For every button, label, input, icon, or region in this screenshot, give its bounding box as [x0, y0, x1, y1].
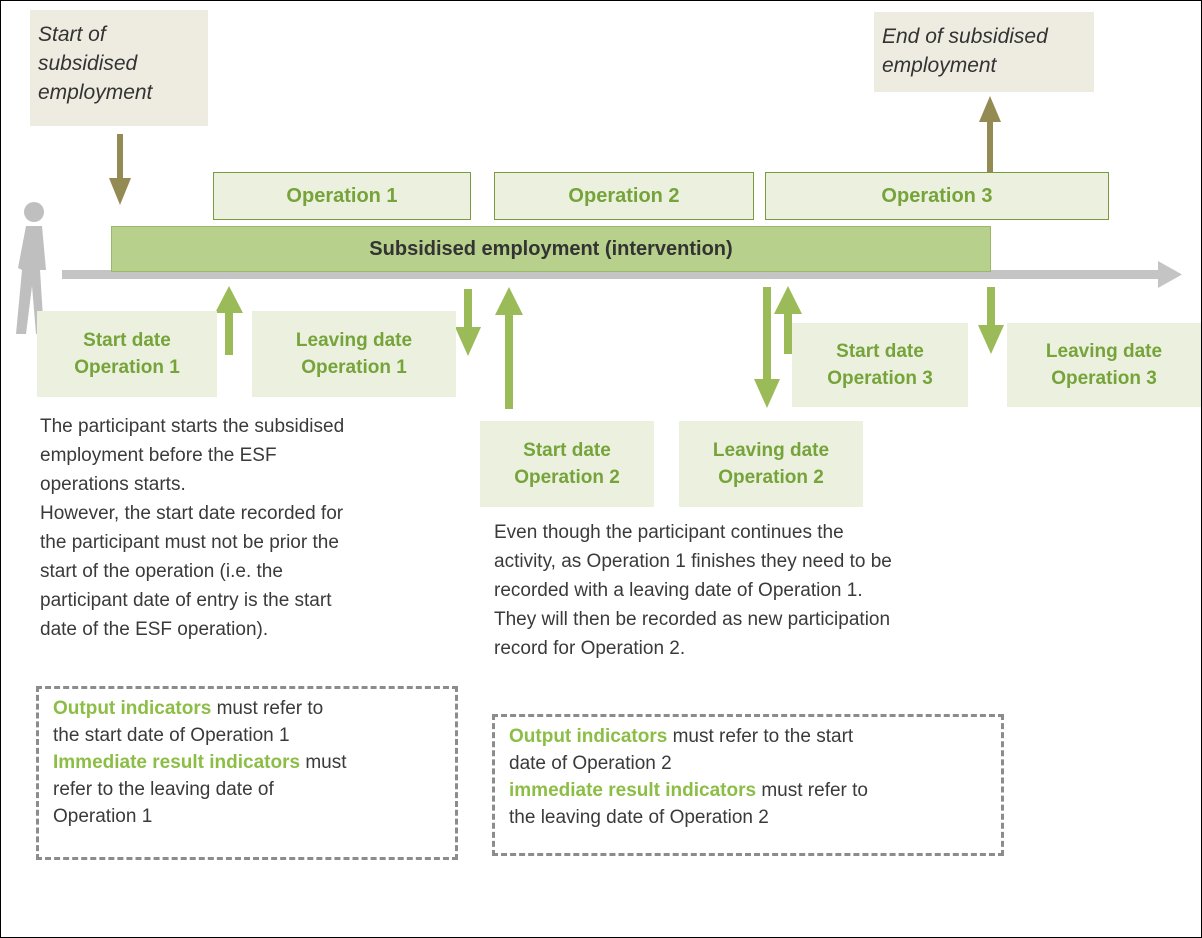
start-date-op3-line2: Operation 3 [827, 368, 933, 389]
right-output-rest: must refer to the start [667, 726, 854, 747]
right-result-label: immediate result indicators [509, 780, 757, 801]
start-date-op3-line1: Start date [836, 341, 924, 362]
intervention-label: Subsidised employment (intervention) [369, 237, 733, 260]
start-subsidised-text: Start of subsidised employment [38, 23, 153, 104]
left-text-line: date of the ESF operation). [40, 619, 269, 640]
right-text-line: record for Operation 2. [494, 638, 686, 659]
right-text-line: They will then be recorded as new partic… [494, 609, 891, 630]
left-output-rest: must refer to [211, 698, 324, 719]
start-date-op1-line1: Start date [83, 330, 171, 351]
left-text-line: start of the operation (i.e. the [40, 561, 283, 582]
leaving-date-op1-box: Leaving date Operation 1 [252, 311, 456, 397]
end-subsidised-callout: End of subsidised employment [874, 12, 1094, 92]
start-op2-arrow [495, 287, 523, 409]
left-output-indicators-line: Output indicators must refer to [53, 695, 445, 722]
left-text-line: employment before the ESF [40, 445, 277, 466]
start-subsidised-arrow [109, 134, 131, 205]
start-date-op1-box: Start date Operation 1 [37, 311, 217, 397]
operation-3-label: Operation 3 [881, 184, 993, 207]
left-result-indicators-line: Immediate result indicators must [53, 749, 445, 776]
leaving-date-op2-line2: Operation 2 [718, 467, 824, 488]
left-result-label: Immediate result indicators [53, 752, 301, 773]
left-result-rest: must [300, 752, 347, 773]
leaving-date-op1-line1: Leaving date [295, 330, 413, 351]
right-result-indicators-line: immediate result indicators must refer t… [509, 777, 991, 804]
right-text-line: recorded with a leaving date of Operatio… [494, 580, 863, 601]
right-output-label: Output indicators [509, 726, 668, 747]
right-indicator-box: Output indicators must refer to the star… [492, 714, 1004, 856]
left-text-line: The participant starts the subsidised [40, 416, 345, 437]
leaving-date-op3-line1: Leaving date [1045, 341, 1163, 362]
start-op3-arrow [774, 286, 802, 354]
leave-op3-arrow [978, 287, 1004, 354]
right-output-rest-line: date of Operation 2 [509, 753, 672, 774]
leaving-date-op2-box: Leaving date Operation 2 [679, 421, 863, 507]
right-result-rest: must refer to [756, 780, 868, 801]
left-text-line: participant date of entry is the start [40, 590, 332, 611]
leaving-date-op1-line2: Operation 1 [301, 357, 407, 378]
intervention-bar: Subsidised employment (intervention) [111, 226, 991, 272]
start-date-op3-box: Start date Operation 3 [792, 323, 968, 407]
left-text-line: operations starts. [40, 474, 186, 495]
right-result-rest-line: the leaving date of Operation 2 [509, 807, 769, 828]
leaving-date-op3-box: Leaving date Operation 3 [1007, 323, 1201, 407]
operation-1-label: Operation 1 [286, 184, 398, 207]
left-text-line: However, the start date recorded for [40, 503, 344, 524]
timeline-arrowhead [1158, 261, 1182, 288]
start-subsidised-callout: Start of subsidised employment [30, 10, 208, 126]
operation-1-box: Operation 1 [213, 172, 471, 220]
left-text-line: the participant must not be prior the [40, 532, 339, 553]
start-op1-arrow [215, 286, 243, 355]
leaving-date-op2-line1: Leaving date [712, 440, 830, 461]
left-result-rest-line: refer to the leaving date of [53, 779, 274, 800]
right-explanation: Even though the participant continues th… [494, 518, 1014, 663]
start-date-op2-box: Start date Operation 2 [480, 421, 654, 507]
start-date-op1-line2: Operation 1 [74, 357, 180, 378]
timeline-bar [62, 270, 1162, 279]
left-indicator-box: Output indicators must refer to the star… [36, 686, 458, 860]
person-icon [16, 202, 46, 334]
leave-op1-arrow [455, 289, 481, 356]
left-result-rest-line: Operation 1 [53, 806, 153, 827]
operation-2-box: Operation 2 [494, 172, 754, 220]
left-output-rest-line: the start date of Operation 1 [53, 725, 290, 746]
right-output-indicators-line: Output indicators must refer to the star… [509, 723, 991, 750]
start-date-op2-line1: Start date [523, 440, 611, 461]
end-subsidised-text: End of subsidised employment [882, 25, 1048, 77]
left-explanation: The participant starts the subsidised em… [40, 412, 460, 644]
end-subsidised-arrow [979, 96, 1001, 186]
leave-op2-arrow [754, 287, 780, 408]
left-output-label: Output indicators [53, 698, 212, 719]
operation-2-label: Operation 2 [568, 184, 680, 207]
start-date-op2-line2: Operation 2 [514, 467, 620, 488]
leaving-date-op3-line2: Operation 3 [1051, 368, 1157, 389]
right-text-line: activity, as Operation 1 finishes they n… [494, 551, 892, 572]
operation-3-box: Operation 3 [765, 172, 1109, 220]
right-text-line: Even though the participant continues th… [494, 522, 844, 543]
